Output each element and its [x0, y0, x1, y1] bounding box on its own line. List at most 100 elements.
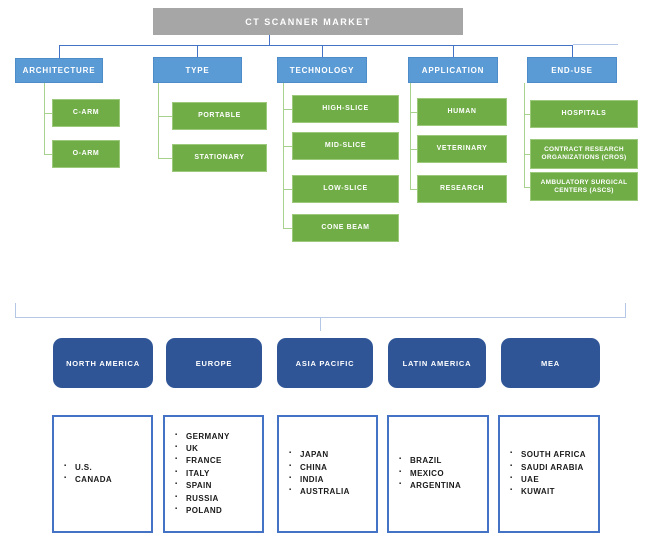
node-label: CONTRACT RESEARCH ORGANIZATIONS (CROS) — [541, 146, 627, 161]
list-item: UAE — [510, 474, 594, 486]
list-item: KUWAIT — [510, 486, 594, 498]
list-item: POLAND — [175, 505, 258, 517]
segment-label: TYPE — [185, 65, 210, 75]
segment-box-type: TYPE — [153, 57, 242, 83]
list-item: CANADA — [64, 474, 147, 486]
list-item: INDIA — [289, 474, 372, 486]
segment-box-architecture: ARCHITECTURE — [15, 58, 103, 83]
country-list: JAPAN CHINA INDIA AUSTRALIA — [289, 449, 372, 499]
region-label: NORTH AMERICA — [66, 358, 140, 368]
connector-rail-architecture — [44, 83, 45, 154]
node-portable: PORTABLE — [172, 102, 267, 130]
connector-drop-end-use — [572, 45, 573, 57]
connector-stub — [283, 189, 292, 190]
node-ambulatory-surgical-centers: AMBULATORY SURGICAL CENTERS (ASCS) — [530, 172, 638, 201]
segment-box-end-use: END-USE — [527, 57, 617, 83]
region-label: MEA — [540, 358, 561, 368]
connector-rail-end-use — [524, 83, 525, 187]
segment-box-technology: TECHNOLOGY — [277, 57, 367, 83]
node-research: RESEARCH — [417, 175, 507, 203]
node-cone-beam: CONE BEAM — [292, 214, 399, 242]
country-list-north-america: U.S. CANADA — [52, 415, 153, 533]
list-item: JAPAN — [289, 449, 372, 461]
connector-stub — [283, 228, 292, 229]
connector-top-rail — [59, 45, 573, 46]
region-box-europe: EUROPE — [166, 338, 262, 388]
connector-stub — [410, 149, 417, 150]
connector-stub — [410, 112, 417, 113]
region-box-north-america: NORTH AMERICA — [53, 338, 153, 388]
connector-stub — [158, 116, 172, 117]
connector-root-drop — [269, 35, 270, 45]
connector-rail-type — [158, 83, 159, 158]
node-label: RESEARCH — [439, 184, 485, 192]
node-high-slice: HIGH-SLICE — [292, 95, 399, 123]
node-label: HOSPITALS — [561, 109, 607, 117]
list-item: MEXICO — [399, 468, 483, 480]
segment-label: END-USE — [551, 65, 593, 75]
connector-stub — [283, 146, 292, 147]
connector-drop-application — [453, 45, 454, 57]
node-contract-research-organizations: CONTRACT RESEARCH ORGANIZATIONS (CROS) — [530, 139, 638, 169]
node-veterinary: VETERINARY — [417, 135, 507, 163]
country-list: SOUTH AFRICA SAUDI ARABIA UAE KUWAIT — [510, 449, 594, 499]
bracket-left-tick — [15, 303, 16, 317]
country-list: GERMANY UK FRANCE ITALY SPAIN RUSSIA POL… — [175, 431, 258, 518]
node-hospitals: HOSPITALS — [530, 100, 638, 128]
connector-drop-technology — [322, 45, 323, 57]
region-label: EUROPE — [195, 358, 233, 368]
country-list-mea: SOUTH AFRICA SAUDI ARABIA UAE KUWAIT — [498, 415, 600, 533]
list-item: SOUTH AFRICA — [510, 449, 594, 461]
node-label: PORTABLE — [198, 111, 241, 119]
list-item: ITALY — [175, 468, 258, 480]
list-item: FRANCE — [175, 455, 258, 467]
node-low-slice: LOW-SLICE — [292, 175, 399, 203]
connector-stub — [44, 154, 52, 155]
connector-rail-application — [410, 83, 411, 189]
node-label: O-ARM — [72, 149, 100, 157]
connector-drop-type — [197, 45, 198, 57]
country-list: U.S. CANADA — [64, 462, 147, 487]
connector-rail-technology — [283, 83, 284, 228]
node-c-arm: C-ARM — [52, 99, 120, 127]
node-stationary: STATIONARY — [172, 144, 267, 172]
country-list: BRAZIL MEXICO ARGENTINA — [399, 455, 483, 492]
segment-label: TECHNOLOGY — [289, 65, 355, 75]
bracket-center-tick — [320, 317, 321, 331]
region-box-mea: MEA — [501, 338, 600, 388]
node-mid-slice: MID-SLICE — [292, 132, 399, 160]
node-label: VETERINARY — [436, 144, 488, 152]
region-label: LATIN AMERICA — [402, 358, 472, 368]
country-list-europe: GERMANY UK FRANCE ITALY SPAIN RUSSIA POL… — [163, 415, 264, 533]
node-label: HIGH-SLICE — [322, 104, 369, 112]
list-item: SAUDI ARABIA — [510, 462, 594, 474]
country-list-latin-america: BRAZIL MEXICO ARGENTINA — [387, 415, 489, 533]
connector-stub — [283, 109, 292, 110]
list-item: SPAIN — [175, 480, 258, 492]
list-item: CHINA — [289, 462, 372, 474]
segment-box-application: APPLICATION — [408, 57, 498, 83]
node-label: LOW-SLICE — [323, 184, 368, 192]
list-item: BRAZIL — [399, 455, 483, 467]
node-label: C-ARM — [72, 108, 100, 116]
country-list-asia-pacific: JAPAN CHINA INDIA AUSTRALIA — [277, 415, 378, 533]
node-label: MID-SLICE — [324, 141, 367, 149]
list-item: AUSTRALIA — [289, 486, 372, 498]
node-o-arm: O-ARM — [52, 140, 120, 168]
list-item: RUSSIA — [175, 493, 258, 505]
connector-stub — [410, 189, 417, 190]
market-title: CT SCANNER MARKET — [245, 16, 371, 27]
list-item: U.S. — [64, 462, 147, 474]
connector-stub — [44, 113, 52, 114]
node-label: HUMAN — [447, 107, 477, 115]
market-title-box: CT SCANNER MARKET — [153, 8, 463, 35]
list-item: UK — [175, 443, 258, 455]
region-box-latin-america: LATIN AMERICA — [388, 338, 486, 388]
bracket-right-tick — [625, 303, 626, 317]
connector-top-rail-light — [573, 44, 618, 45]
connector-stub — [524, 114, 530, 115]
connector-stub — [158, 158, 172, 159]
connector-drop-architecture — [59, 45, 60, 58]
connector-stub — [524, 187, 530, 188]
